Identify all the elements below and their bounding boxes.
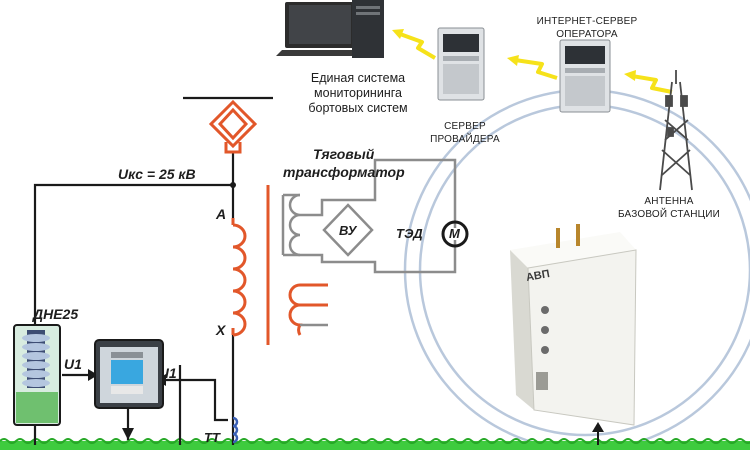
transformer-label: Тяговый трансформатор xyxy=(283,145,405,181)
motor-symbol-circle xyxy=(441,220,469,248)
rectifier-label: ВУ xyxy=(339,223,357,238)
monitoring-system-label: Единая система мониторининга бортовых си… xyxy=(288,71,428,116)
onboard-device xyxy=(510,224,637,426)
monitoring-system-line-3: бортовых систем xyxy=(308,101,408,115)
provider-server-line-2: ПРОВАЙДЕРА xyxy=(430,134,500,145)
meter-arrow-down xyxy=(122,428,134,440)
monitoring-system-line-1: Единая система xyxy=(310,71,406,85)
pantograph xyxy=(208,99,258,154)
i1-wire xyxy=(165,378,228,422)
internet-server-line-1: ИНТЕРНЕТ-СЕРВЕР xyxy=(536,16,638,27)
antenna-line-1: АНТЕННА xyxy=(644,196,694,207)
internet-server-label: ИНТЕРНЕТ-СЕРВЕР ОПЕРАТОРА xyxy=(527,15,647,41)
measuring-unit xyxy=(94,339,164,409)
device-uplink-arrow xyxy=(592,422,604,432)
antenna-label: АНТЕННА БАЗОВОЙ СТАНЦИИ xyxy=(606,195,732,221)
link-arrow-2 xyxy=(507,55,519,66)
junction-dot xyxy=(230,182,236,188)
provider-server-label: СЕРВЕР ПРОВАЙДЕРА xyxy=(420,120,510,146)
winding-a-label: A xyxy=(216,206,227,222)
motor-label: ТЭД xyxy=(396,226,423,241)
i1-label: I1 xyxy=(165,365,177,381)
winding-x-label: X xyxy=(216,322,226,338)
antenna-line-2: БАЗОВОЙ СТАНЦИИ xyxy=(617,209,721,220)
contact-line xyxy=(33,183,233,325)
sensor-label: ДНЕ25 xyxy=(33,306,79,322)
link-arrow-3 xyxy=(624,70,636,81)
wireless-links xyxy=(399,32,673,94)
rectifier-circuit xyxy=(300,158,457,274)
internet-server-line-2: ОПЕРАТОРА xyxy=(556,29,618,40)
voltage-label: Uкс = 25 кВ xyxy=(118,166,196,182)
operator-server xyxy=(559,39,611,113)
voltage-sensor xyxy=(13,324,61,426)
rectifier-bridge xyxy=(322,203,374,257)
link-operator-to-provider xyxy=(514,58,558,80)
link-provider-to-computer xyxy=(399,32,437,60)
link-antenna-to-operator xyxy=(631,74,673,94)
motor-symbol: M xyxy=(449,226,460,241)
u1-label: U1 xyxy=(64,356,82,372)
tt-label: TT xyxy=(204,430,220,445)
transformer-line-1: Тяговый xyxy=(313,146,375,162)
antenna-tower xyxy=(659,70,693,191)
secondary-winding-grey xyxy=(281,193,301,257)
ground-strip xyxy=(0,438,750,450)
monitoring-computer xyxy=(276,0,384,58)
primary-winding xyxy=(231,185,270,345)
transformer-line-2: трансформатор xyxy=(283,164,405,180)
current-transformer xyxy=(232,416,239,444)
provider-server-line-1: СЕРВЕР xyxy=(444,121,486,132)
provider-server xyxy=(437,27,485,101)
secondary-winding-orange xyxy=(288,283,328,336)
monitoring-system-line-2: мониторининга xyxy=(314,86,402,100)
u1-arrow xyxy=(88,369,98,381)
link-arrow-1 xyxy=(392,29,404,39)
